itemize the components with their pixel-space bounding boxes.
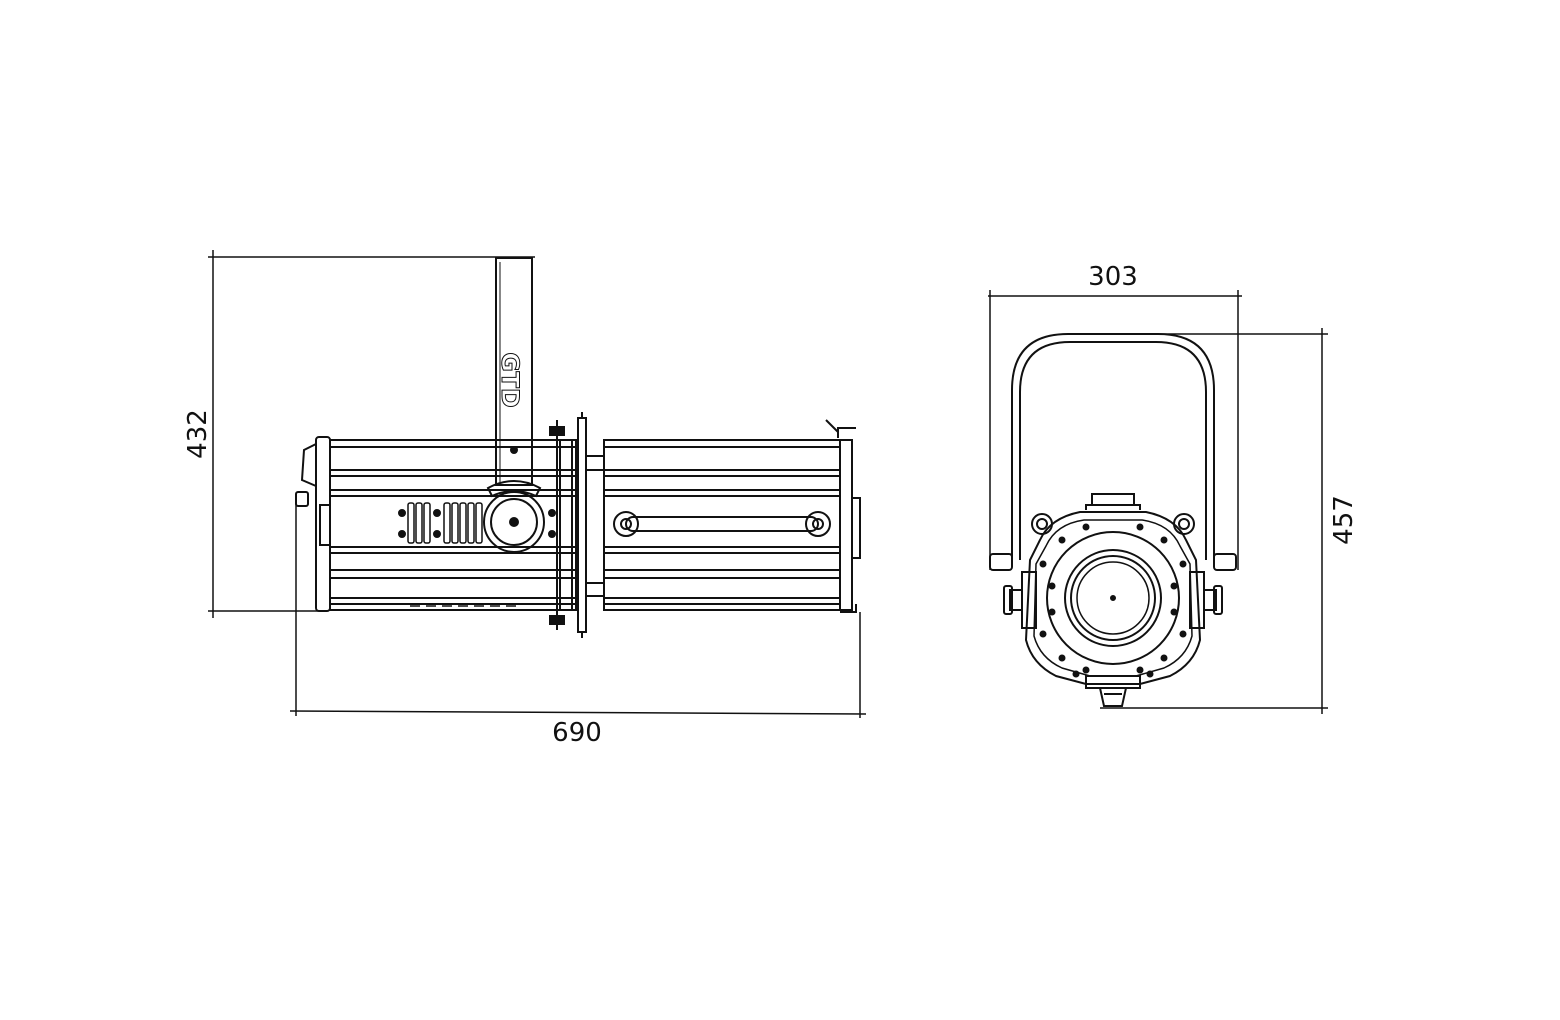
dim-label-690: 690 <box>552 718 602 748</box>
side-view: 432 690 <box>183 250 867 748</box>
right-ear <box>1173 513 1195 535</box>
gate-section <box>549 412 605 638</box>
dimension-length-side <box>289 495 867 718</box>
dimension-height-side <box>208 250 535 618</box>
screws <box>1039 523 1187 678</box>
dimension-width-front <box>988 290 1242 570</box>
dim-label-432: 432 <box>183 409 213 459</box>
front-body <box>1024 511 1202 685</box>
brand-logo: GTD <box>496 352 524 408</box>
front-view: 303 457 <box>988 262 1359 714</box>
lens <box>1046 531 1180 665</box>
vent-slots <box>407 439 520 607</box>
front-yoke <box>989 333 1237 571</box>
lens-tube <box>603 419 861 613</box>
left-ear <box>1031 513 1053 535</box>
yoke-arm: GTD <box>483 257 545 553</box>
dim-label-457: 457 <box>1329 495 1359 545</box>
dim-label-303: 303 <box>1088 262 1138 292</box>
side-knobs <box>1003 571 1223 629</box>
bottom-clamp <box>1085 675 1141 707</box>
rear-housing <box>295 436 577 612</box>
top-handle <box>1091 493 1135 506</box>
